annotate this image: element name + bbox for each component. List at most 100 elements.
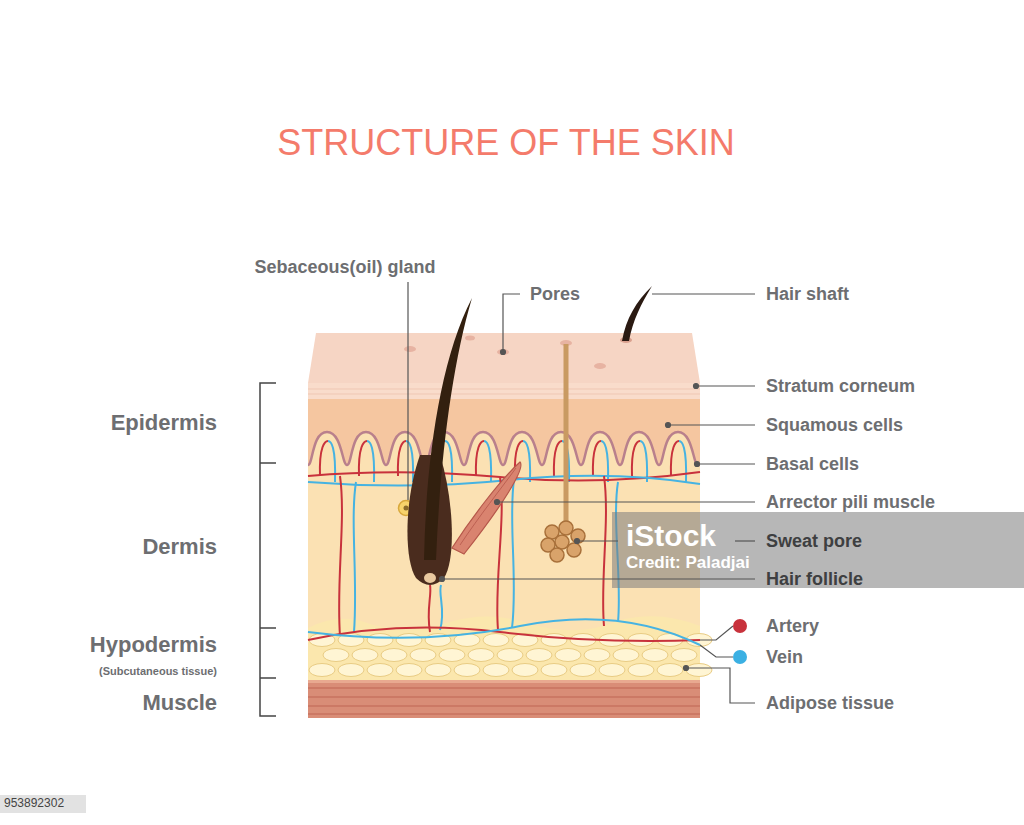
- hair-follicle: [460, 468, 516, 545]
- blood-vessels: [308, 619, 700, 645]
- leader-lines: [686, 668, 755, 703]
- leader-lines: [503, 294, 520, 352]
- hypodermis-layer: [570, 664, 596, 677]
- leader-lines: [697, 463, 755, 464]
- leader-lines: [575, 539, 580, 544]
- hair-follicle: [424, 573, 436, 583]
- gland-label: Sebaceous(oil) gland: [254, 257, 435, 278]
- hypodermis-layer: [381, 649, 407, 662]
- blood-vessels: [328, 441, 335, 482]
- hypodermis-layer: [468, 649, 494, 662]
- hypodermis-layer: [541, 664, 567, 677]
- epidermis-layer: [404, 346, 416, 352]
- layer-part-label: Basal cells: [766, 454, 859, 475]
- layer-bracket: [260, 677, 276, 679]
- sweat-pore-label: Sweat pore: [766, 531, 862, 552]
- leader-lines: [700, 645, 733, 657]
- muscle-layer: [308, 680, 700, 683]
- hypodermis-layer: [308, 615, 712, 681]
- leader-lines: [408, 282, 755, 703]
- leader-lines: [497, 501, 755, 502]
- hypodermis-layer: [323, 649, 349, 662]
- diagram-title: STRUCTURE OF THE SKIN: [277, 122, 734, 163]
- layer-bracket: [260, 383, 276, 716]
- leader-lines: [440, 577, 445, 582]
- leader-lines: [495, 500, 500, 505]
- hair-follicle: [452, 462, 521, 554]
- layer-bracket: [260, 383, 276, 716]
- hypodermis-layer: [439, 649, 465, 662]
- blood-vessels: [632, 441, 640, 476]
- sweat-gland: [567, 543, 581, 557]
- blood-vessels: [354, 482, 356, 632]
- pores-label: Pores: [530, 284, 580, 305]
- epidermis-layer: [308, 333, 700, 383]
- muscle-layer: [308, 680, 700, 718]
- leader-lines: [442, 578, 755, 579]
- hypodermis-layer: [599, 664, 625, 677]
- layer-name: Hypodermis: [90, 632, 217, 657]
- layer-part-label: Stratum corneum: [766, 376, 915, 397]
- hypodermis-layer: [584, 649, 610, 662]
- sweat-gland: [564, 344, 569, 528]
- blood-vessels: [359, 441, 367, 476]
- leader-lines: [407, 282, 408, 500]
- blood-vessels: [406, 441, 413, 482]
- hypodermis-layer: [555, 649, 581, 662]
- blood-vessels: [445, 441, 452, 482]
- blood-vessels: [429, 585, 431, 632]
- image-id: 953892302: [4, 797, 64, 811]
- dermis-layer: [308, 432, 700, 465]
- watermark-band: [0, 512, 1024, 813]
- layer-bracket: [260, 462, 276, 464]
- layer-part-label: Squamous cells: [766, 415, 903, 436]
- watermark-logo: iStock: [626, 519, 716, 554]
- hypodermis-layer: [628, 664, 654, 677]
- hypodermis-layer: [657, 664, 683, 677]
- watermark-credit: Credit: Paladjai: [626, 553, 750, 573]
- leader-lines: [668, 424, 755, 425]
- hypodermis-layer: [338, 664, 364, 677]
- blood-vessels: [603, 476, 606, 626]
- blood-vessels: [593, 441, 601, 476]
- blood-vessels: [367, 441, 374, 482]
- blood-vessels: [554, 441, 562, 476]
- muscle-layer: [308, 696, 700, 698]
- hypodermis-layer: [396, 634, 422, 647]
- vein-label: Vein: [766, 647, 803, 668]
- artery-label: Artery: [766, 616, 819, 637]
- layer-bracket: [260, 627, 276, 629]
- blood-vessels: [398, 441, 406, 476]
- hypodermis-layer: [541, 634, 567, 647]
- hypodermis-layer: [410, 649, 436, 662]
- epidermis-layer: [465, 336, 475, 341]
- hair-follicle: [424, 298, 472, 560]
- epidermis-layer: [308, 389, 700, 390]
- hypodermis-layer: [497, 649, 523, 662]
- leader-lines: [577, 540, 618, 541]
- blood-vessels: [640, 441, 647, 482]
- muscle-label: Arrector pili muscle: [766, 492, 935, 513]
- blood-vessels: [440, 585, 442, 630]
- leader-lines: [694, 384, 699, 389]
- layer-name: Dermis: [142, 534, 217, 559]
- hypodermis-layer: [526, 649, 552, 662]
- leader-lines: [733, 619, 747, 633]
- hypodermis-layer: [367, 634, 393, 647]
- leader-lines: [501, 350, 506, 355]
- layer-subname: (Subcutaneous tissue): [99, 665, 217, 678]
- layer-name: Epidermis: [111, 410, 217, 435]
- hypodermis-layer: [367, 664, 393, 677]
- hair-shaft: [620, 286, 652, 343]
- hypodermis-layer: [483, 664, 509, 677]
- blood-vessels: [671, 441, 679, 476]
- hypodermis-layer: [309, 634, 712, 677]
- hypodermis-layer: [613, 649, 639, 662]
- muscle-layer: [308, 680, 700, 718]
- hair-shaft-label: Hair shaft: [766, 284, 849, 305]
- sweat-gland: [550, 548, 564, 562]
- epidermis-layer: [308, 383, 700, 399]
- adipose-label: Adipose tissue: [766, 693, 894, 714]
- leader-lines: [733, 650, 747, 664]
- sweat-gland: [541, 344, 585, 562]
